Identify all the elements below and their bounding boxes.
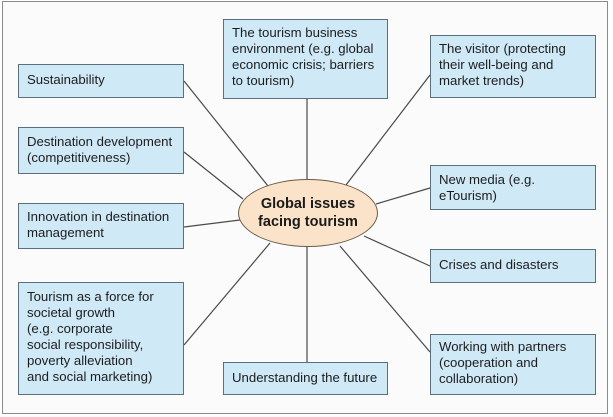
node-partners: Working with partners (cooperation and c… <box>430 334 596 395</box>
node-crises: Crises and disasters <box>430 249 596 283</box>
connector-destination-development <box>183 151 244 200</box>
node-innovation: Innovation in destination management <box>18 203 184 249</box>
connector-new-media <box>375 187 431 205</box>
node-visitor: The visitor (protecting their well-being… <box>430 35 596 98</box>
connector-partners <box>339 245 431 353</box>
node-new-media: New media (e.g. eTourism) <box>430 165 596 210</box>
node-understanding-future: Understanding the future <box>223 362 388 395</box>
node-destination-development: Destination development (competitiveness… <box>18 127 184 174</box>
node-societal-growth: Tourism as a force for societal growth (… <box>18 282 184 395</box>
connector-societal-growth <box>183 242 271 346</box>
center-node-label: Global issues facing tourism <box>258 196 358 230</box>
connector-sustainability <box>183 80 269 187</box>
connector-visitor <box>345 74 431 186</box>
connector-innovation <box>183 219 241 228</box>
node-business-environment: The tourism business environment (e.g. g… <box>223 19 388 99</box>
connector-crises <box>363 235 431 267</box>
node-sustainability: Sustainability <box>18 64 184 98</box>
center-node-global-issues: Global issues facing tourism <box>238 179 378 247</box>
